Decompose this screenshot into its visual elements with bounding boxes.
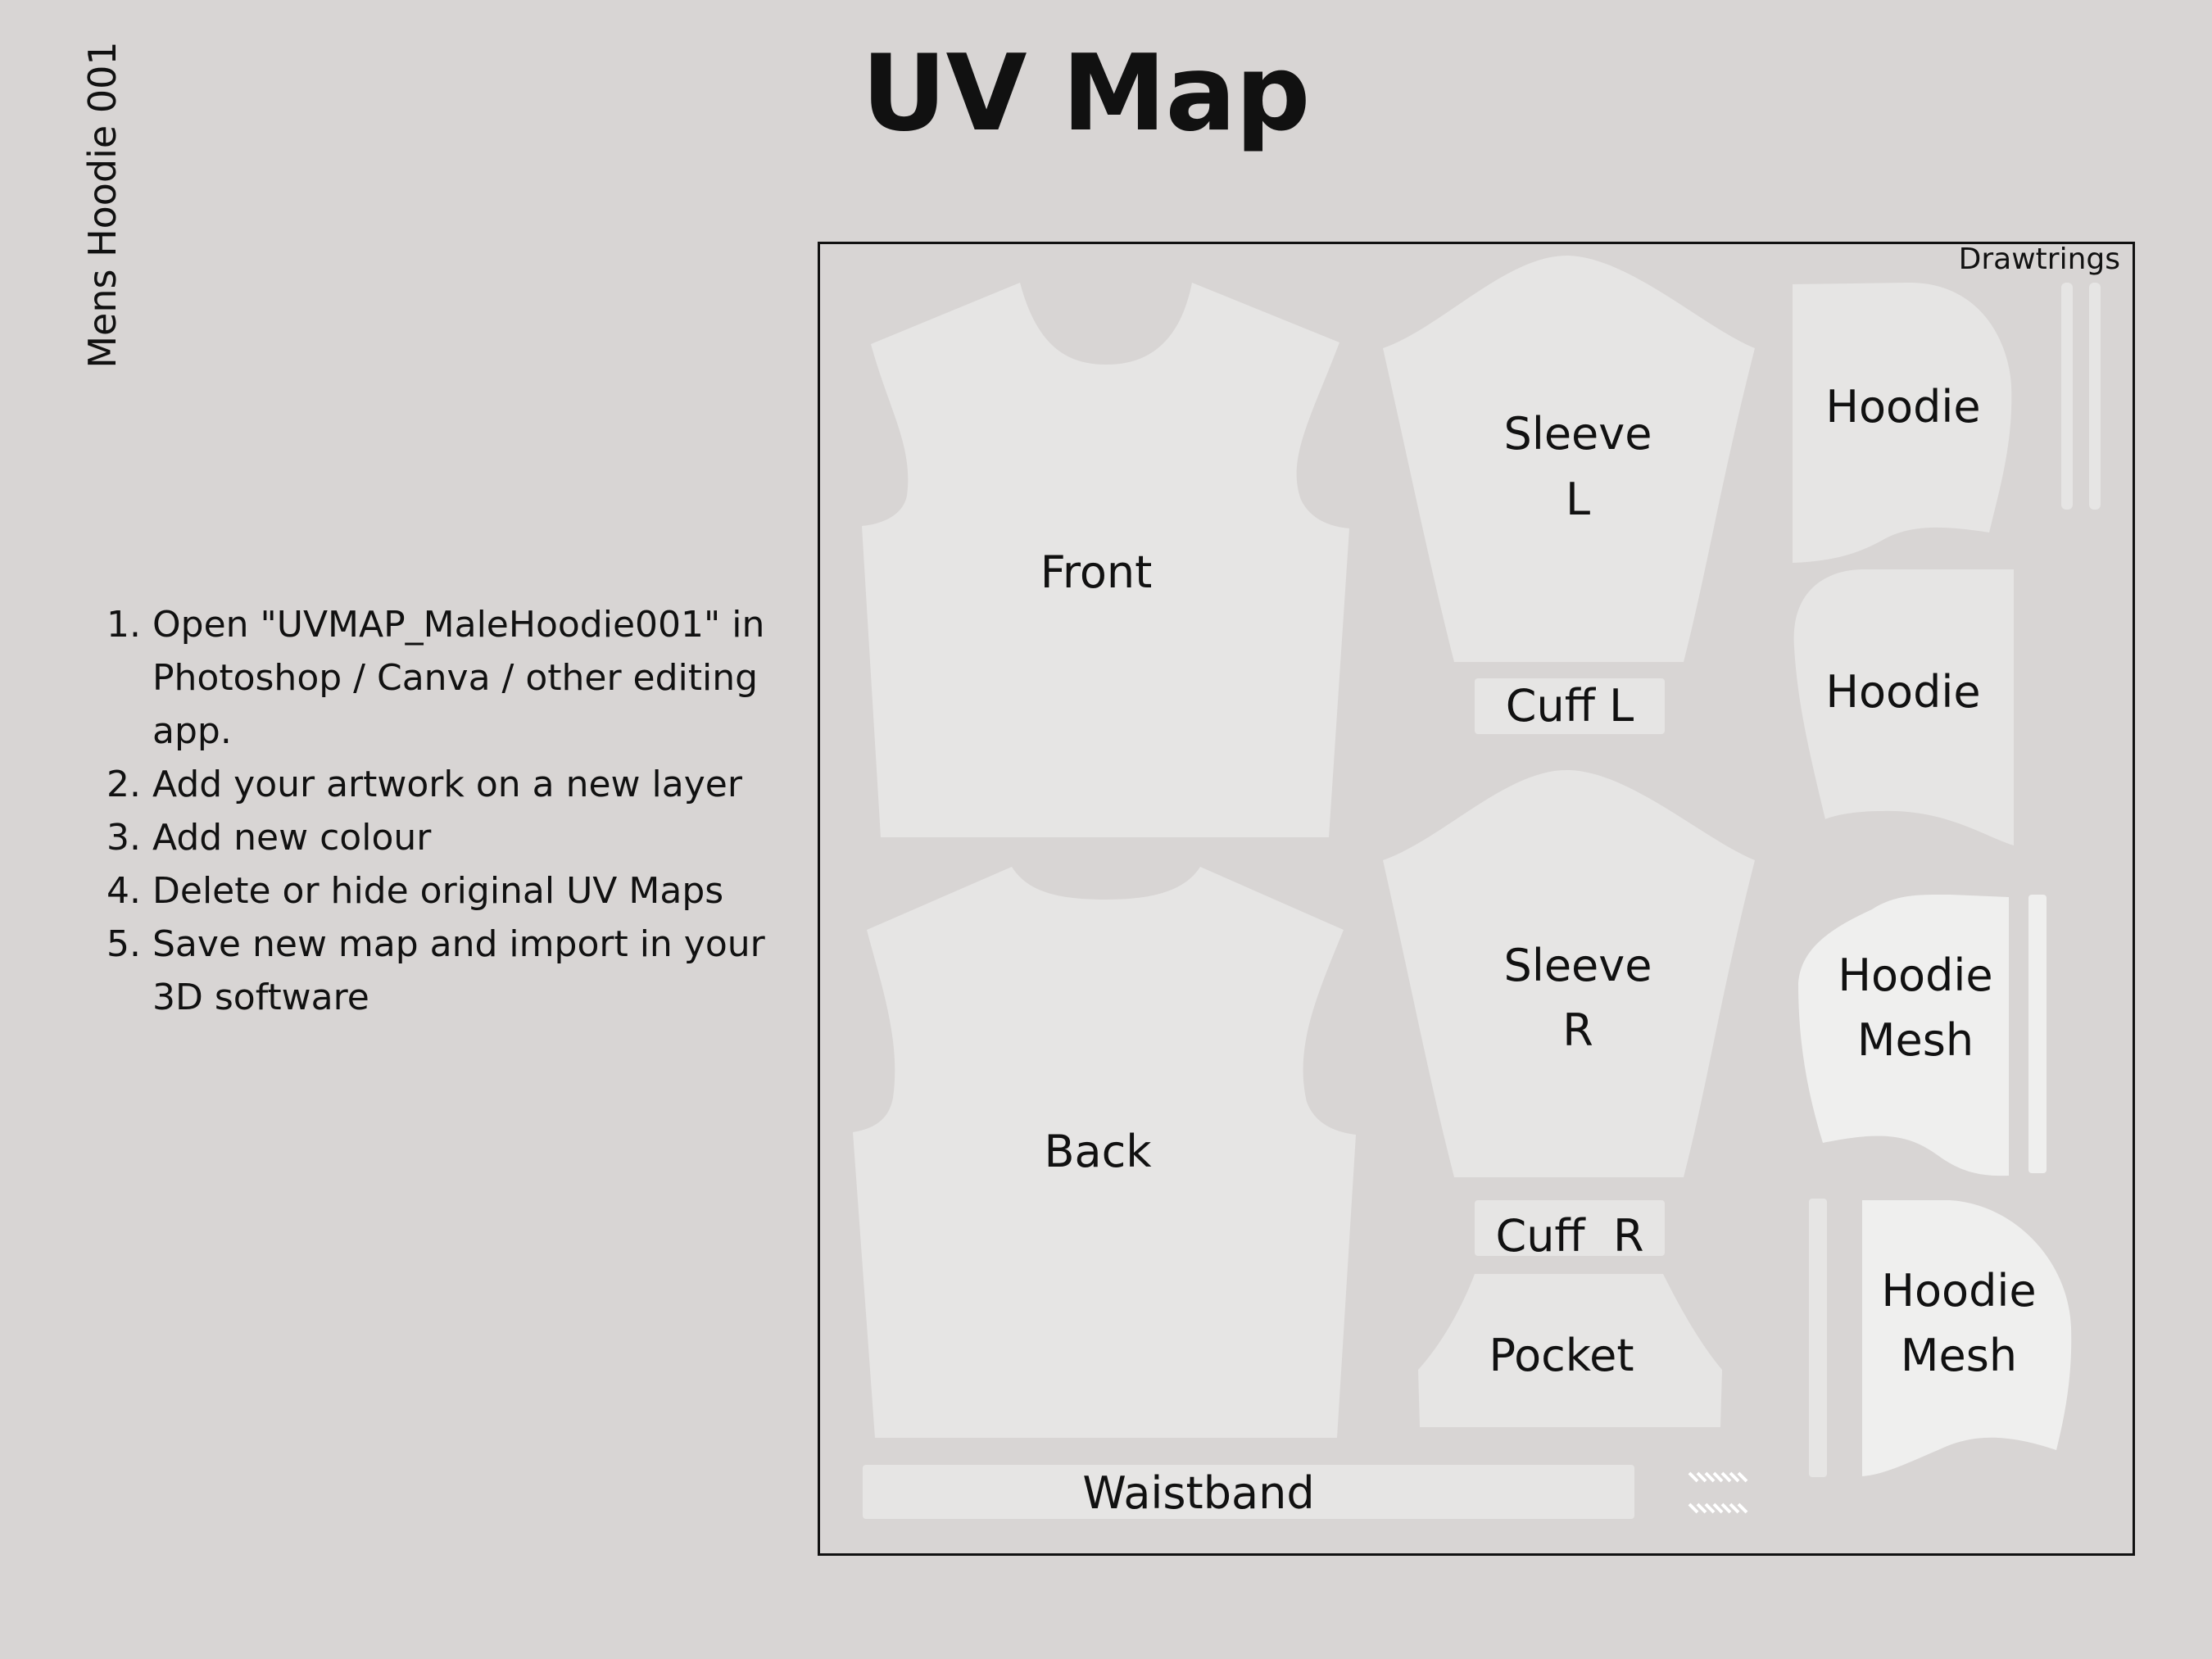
instruction-item: 4. Delete or hide original UV Maps [107,864,811,918]
hoodie-label-1: Hoodie [1825,381,1980,433]
instruction-list: 1. Open "UVMAP_MaleHoodie001" in Photosho… [107,598,811,1024]
cuff-r-piece [1475,1200,1665,1256]
front-label: Front [1040,546,1153,598]
instruction-number: 5. [107,923,141,965]
cuff-l-label: Cuff L [1506,680,1634,732]
cuff-r-label: Cuff R [1496,1210,1644,1262]
back-label: Back [1044,1126,1152,1177]
page-title: UV Map [861,33,1311,155]
drawstring-strip [2061,283,2073,510]
instruction-number: 4. [107,870,141,912]
waistband-piece [863,1465,1634,1519]
pocket-label: Pocket [1489,1330,1634,1381]
hoodie-mesh-piece-2 [1862,1200,2072,1476]
mesh-strip [2028,895,2047,1173]
instruction-text: Add your artwork on a new layer [152,764,742,805]
sleeve-r-label-line2: R [1562,1004,1593,1056]
uv-map-frame [818,242,2135,1556]
hoodie-mesh-label-2-line2: Mesh [1901,1330,2017,1381]
hoodie-piece-1 [1793,283,2012,563]
instruction-item: 5. Save new map and import in your 3D sof… [107,918,811,1024]
waistband-label: Waistband [1082,1467,1314,1519]
hoodie-mesh-label-1-line1: Hoodie [1838,950,1992,1001]
front-panel-piece [862,283,1349,837]
mesh-strip [1809,1199,1827,1477]
hoodie-label-2: Hoodie [1825,666,1980,718]
hoodie-piece-2 [1793,569,2014,845]
back-panel-piece [853,867,1356,1438]
instruction-number: 2. [107,764,141,805]
instruction-number: 1. [107,604,141,646]
hoodie-mesh-label-1-line2: Mesh [1857,1014,1974,1066]
pocket-piece [1418,1274,1722,1427]
sleeve-l-label-line2: L [1566,474,1590,525]
instruction-number: 3. [107,817,141,859]
hoodie-mesh-piece-1 [1798,894,2009,1176]
instruction-item: 2. Add your artwork on a new layer [107,758,811,811]
drawstring-strip [2089,283,2101,510]
hoodie-mesh-label-2-line1: Hoodie [1881,1265,2036,1317]
cuff-l-piece [1475,678,1665,734]
sleeve-l-piece [1383,255,1755,662]
instruction-text: Save new map and import in your 3D softw… [152,923,765,1018]
sleeve-r-piece [1383,769,1755,1177]
instruction-item: 3. Add new colour [107,811,811,864]
drawtrings-label: Drawtrings [1959,243,2120,276]
hatched-trim-pieces [1688,1471,1748,1514]
instruction-text: Open "UVMAP_MaleHoodie001" in Photoshop … [152,604,765,752]
instruction-item: 1. Open "UVMAP_MaleHoodie001" in Photosho… [107,598,811,758]
sleeve-r-label-line1: Sleeve [1504,940,1652,991]
instruction-text: Delete or hide original UV Maps [152,870,724,912]
instruction-text: Add new colour [152,817,432,859]
sleeve-l-label-line1: Sleeve [1504,408,1652,460]
